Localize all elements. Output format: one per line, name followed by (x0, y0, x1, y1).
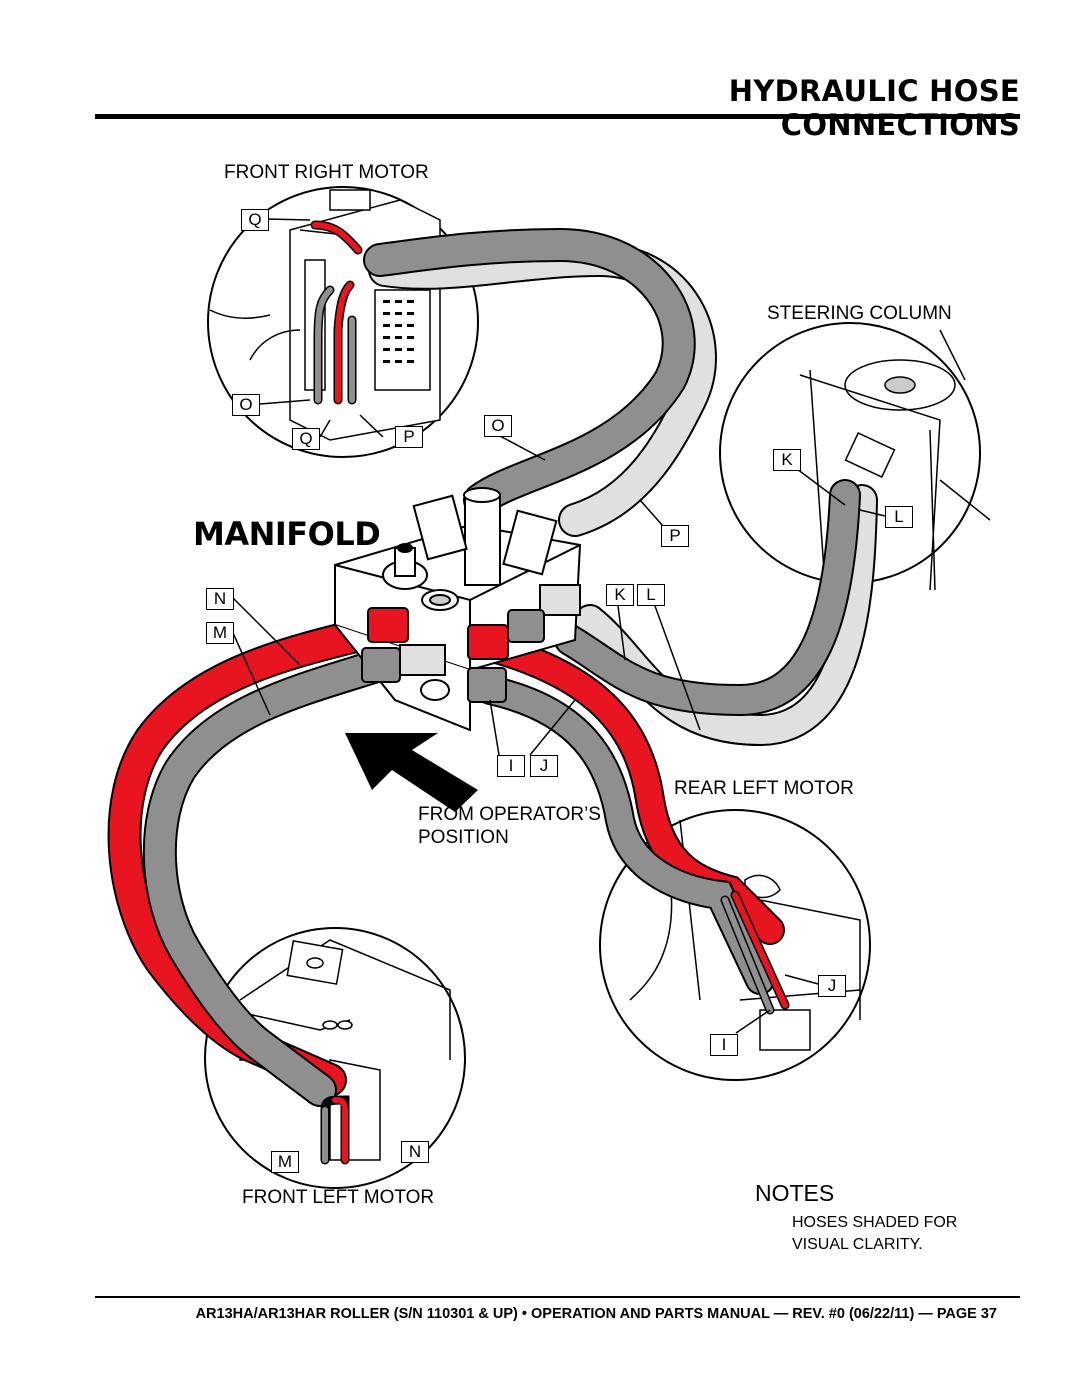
callout-box-k-main: K (606, 584, 634, 606)
callout-box-l-main: L (637, 584, 665, 606)
from-operators-position-line2: POSITION (418, 827, 509, 848)
footer-text: AR13HA/AR13HAR ROLLER (S/N 110301 & UP) … (195, 1306, 997, 1322)
hose-rear-gray (475, 675, 775, 995)
front-right-motor-small-hoses (310, 220, 363, 405)
leader-lines (232, 218, 886, 1034)
callout-box-j-inset: J (818, 975, 846, 997)
callout-box-p-inset: P (395, 426, 423, 448)
callout-box-m-inset: M (271, 1151, 299, 1173)
front-left-motor-small-hoses (320, 1095, 350, 1165)
front-left-motor-label: FRONT LEFT MOTOR (242, 1187, 435, 1208)
steering-column-drawing (799, 329, 991, 591)
front-right-motor-label: FRONT RIGHT MOTOR (224, 162, 429, 183)
rear-left-motor-drawing (629, 819, 861, 1051)
callout-box-q-bottom: Q (292, 428, 320, 450)
notes-body: HOSES SHADED FOR VISUAL CLARITY. (792, 1212, 1032, 1256)
from-operators-position-line1: FROM OPERATOR’S (418, 804, 601, 825)
front-right-motor-vent-slots (383, 300, 414, 363)
hose-front-red (107, 613, 397, 1097)
hose-front-gray (142, 648, 397, 1107)
manifold-red-fittings (367, 607, 509, 660)
callout-box-k-inset: K (773, 449, 801, 471)
callout-box-m-main: M (206, 622, 234, 644)
callout-box-i-inset: I (710, 1034, 738, 1056)
front-left-motor-inset (204, 927, 466, 1189)
callout-box-n-inset: N (401, 1141, 429, 1163)
hose-steering-gray (554, 479, 861, 717)
notes-line-2: VISUAL CLARITY. (792, 1236, 923, 1253)
rear-left-motor-small-hoses (720, 890, 790, 1015)
callout-box-i-main: I (497, 755, 525, 777)
hose-gray-upper (363, 227, 696, 517)
notes-title: NOTES (755, 1180, 835, 1206)
steering-column-label: STEERING COLUMN (767, 303, 952, 324)
callout-box-q-top: Q (241, 209, 269, 231)
manifold-label: MANIFOLD (193, 515, 381, 553)
notes-line-1: HOSES SHADED FOR (792, 1214, 958, 1231)
manifold-gray-fittings (361, 609, 545, 703)
rear-left-motor-label: REAR LEFT MOTOR (674, 778, 854, 799)
page-title: HYDRAULIC HOSE CONNECTIONS (728, 74, 1020, 142)
callout-box-n-main: N (206, 588, 234, 610)
operator-direction-arrow (345, 733, 478, 812)
callout-box-o-left: O (232, 394, 260, 416)
manifold-fittings (382, 487, 581, 701)
callout-box-l-inset: L (885, 506, 913, 528)
callout-box-o-main: O (484, 415, 512, 437)
callout-box-j-main: J (530, 755, 558, 777)
header-divider (95, 114, 1020, 119)
callout-box-p-main: P (661, 525, 689, 547)
footer-divider (95, 1296, 1020, 1298)
